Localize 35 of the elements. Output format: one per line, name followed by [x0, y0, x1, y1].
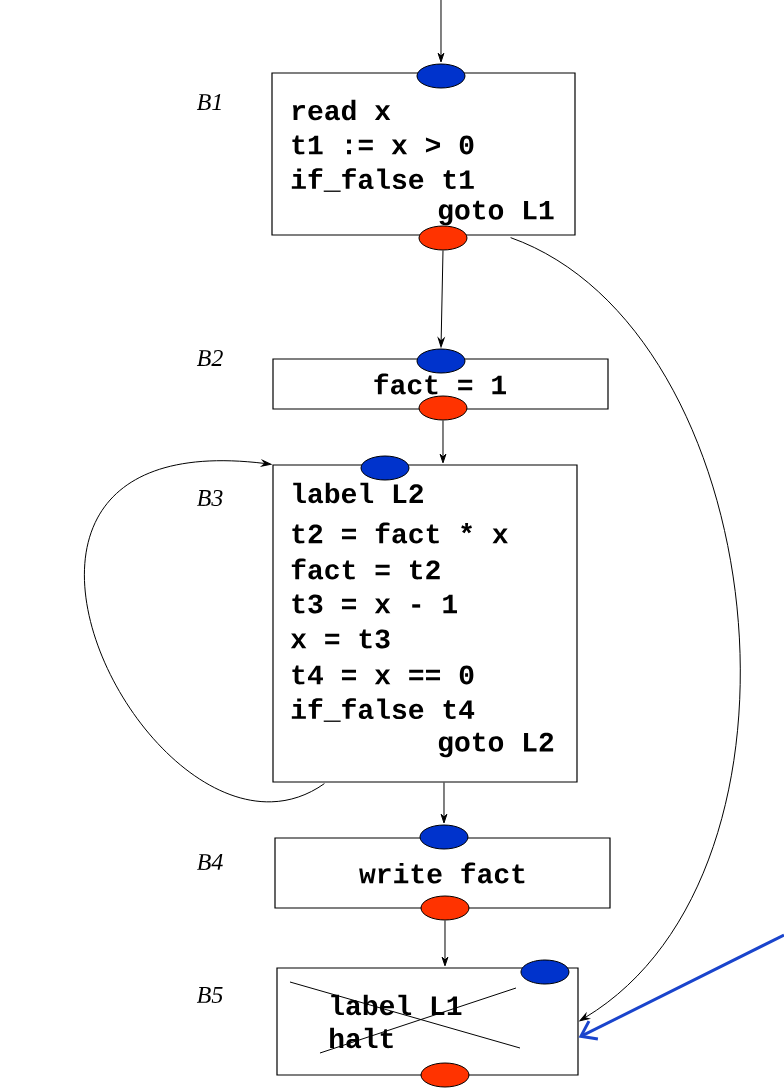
block-label: B4 — [196, 854, 223, 870]
code-line: if_false t1 — [291, 168, 474, 192]
code-line: t4 = x == 0 — [292, 665, 474, 685]
port-ellipse — [419, 824, 469, 850]
block-label: B1 — [196, 94, 221, 110]
port-ellipse — [420, 895, 470, 921]
code-line: goto L2 — [438, 732, 554, 758]
code-line: t1 := x > 0 — [292, 135, 474, 155]
arrow — [440, 782, 448, 824]
port-ellipse — [420, 1062, 470, 1088]
arrow — [437, 250, 445, 348]
code-line: label L2 — [293, 482, 423, 504]
code-line: goto L1 — [438, 200, 554, 226]
code-line: if_false t4 — [291, 698, 475, 722]
arrow — [437, 0, 445, 63]
code-line: fact = t2 — [291, 558, 440, 580]
port-ellipse — [416, 348, 466, 374]
arrow — [439, 420, 447, 464]
arrow — [578, 933, 784, 1041]
arrow — [441, 920, 449, 967]
block-label: B5 — [196, 987, 223, 1003]
port-ellipse — [418, 395, 468, 421]
port-ellipse — [520, 959, 570, 985]
code-line: read x — [292, 99, 391, 121]
port-ellipse — [418, 225, 468, 251]
code-line: write fact — [359, 862, 525, 884]
port-ellipse — [416, 63, 466, 89]
block-label: B2 — [196, 350, 223, 366]
code-line: x = t3 — [290, 629, 390, 649]
block-label: B3 — [196, 489, 223, 507]
code-line: t3 = x - 1 — [292, 594, 457, 614]
arrow — [510, 237, 741, 1022]
port-ellipse — [360, 455, 410, 481]
code-line: t2 = fact * x — [292, 522, 508, 544]
code-line: fact = 1 — [374, 373, 506, 395]
